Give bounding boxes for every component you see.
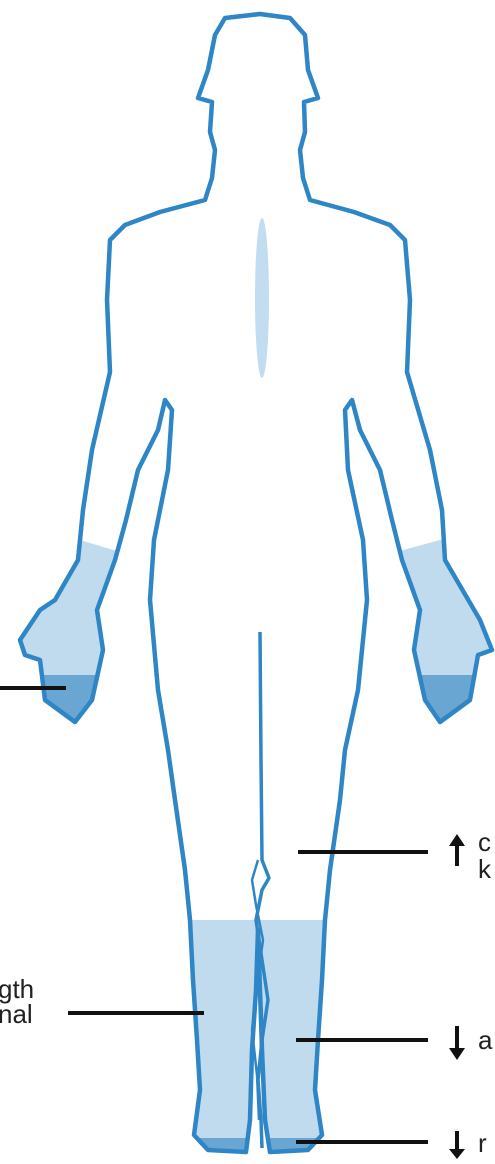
label-right-upper-line2: k — [478, 856, 491, 883]
right-hand-light-region — [385, 540, 495, 760]
label-right-upper-line1: c — [478, 829, 491, 856]
arrow-down-icon — [449, 1131, 465, 1159]
label-right-lower: r — [478, 1130, 487, 1157]
label-left-leg-line2: nal — [0, 1001, 33, 1028]
arrow-down-icon — [449, 1026, 465, 1060]
label-right-middle: a — [478, 1027, 492, 1054]
spine-mark — [255, 218, 269, 378]
arrow-up-icon — [449, 834, 465, 866]
